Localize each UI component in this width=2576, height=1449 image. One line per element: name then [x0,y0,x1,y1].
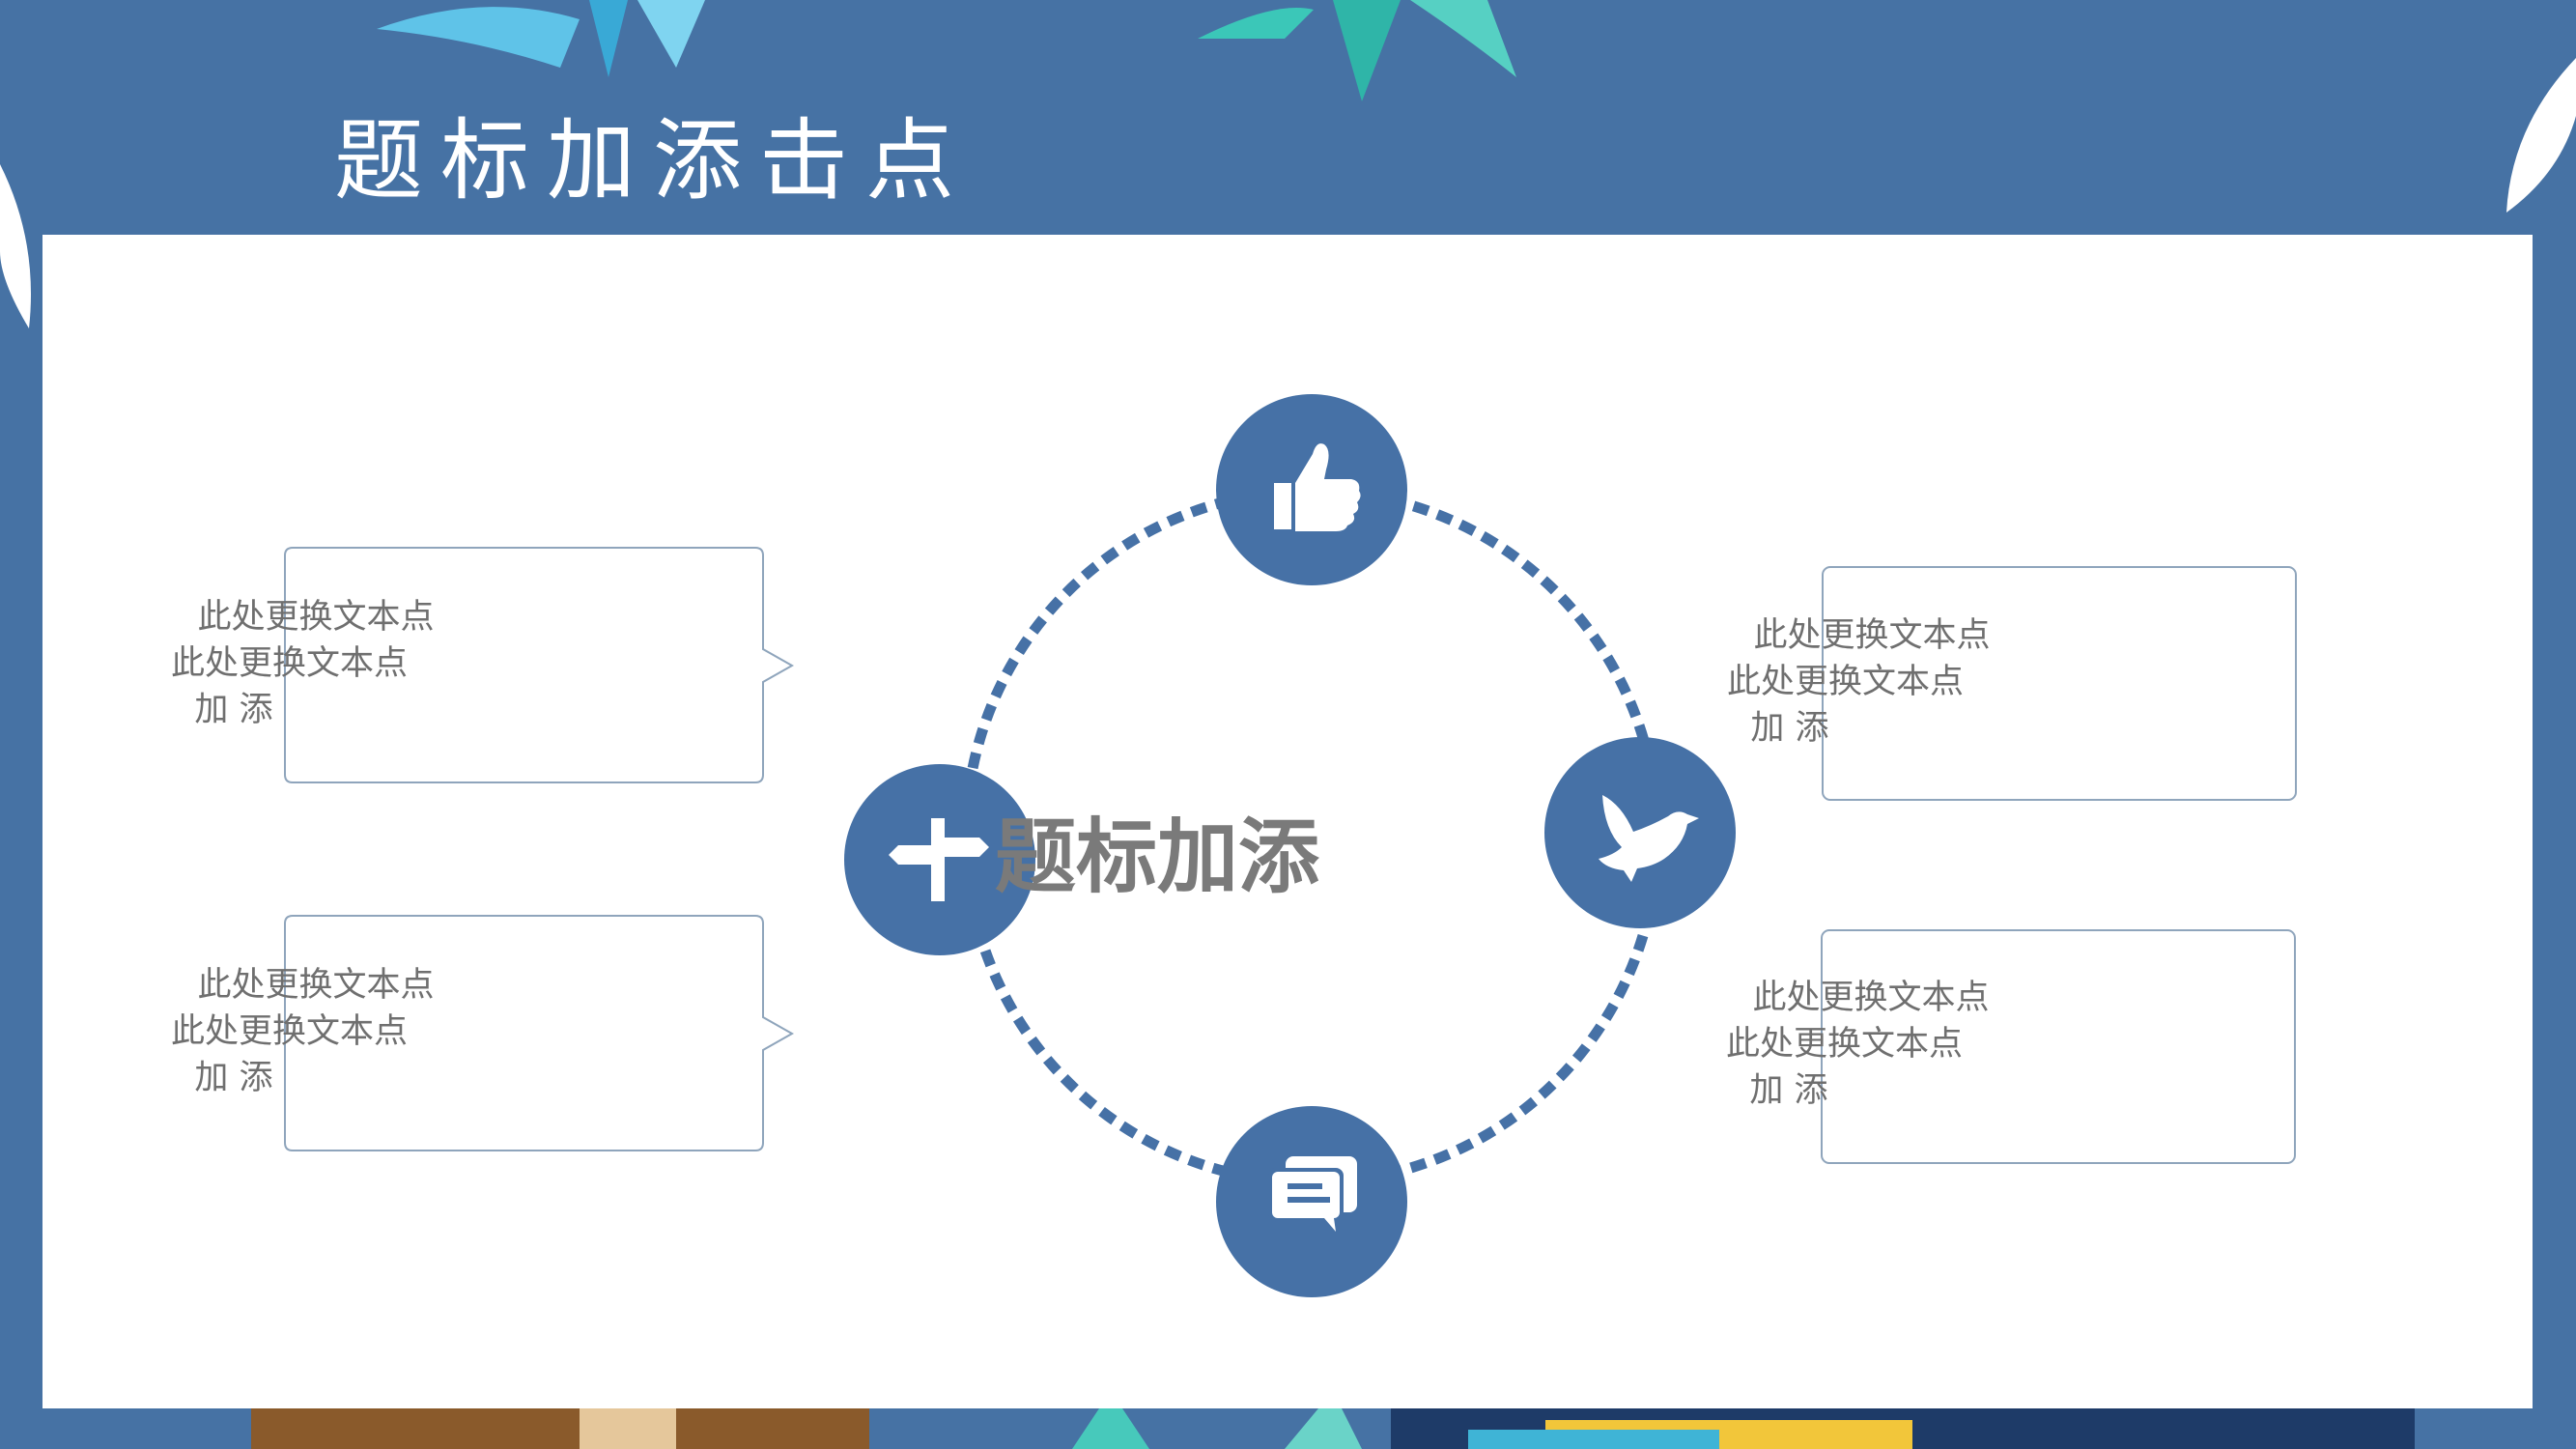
page-title: 题标加添击点 [334,109,973,213]
callout-text-top-right: 此处更换文本点 此处更换文本点 加 添 [1713,612,2031,752]
chat-bubbles-icon [1268,1156,1357,1232]
center-label: 题标加添 [995,810,1320,904]
callout-line: 此处更换文本点 [197,966,435,1005]
callout-line: 此处更换文本点 [1725,1025,1963,1064]
node-right [1544,737,1736,928]
leaf-decoration-top-left [377,0,705,77]
callout-line: 此处更换文本点 [1726,663,1964,701]
callout-line: 加 添 [1749,1071,1828,1110]
callout-text-bottom-right: 此处更换文本点 此处更换文本点 加 添 [1712,975,2030,1114]
callout-box-top-right [1822,566,2297,801]
callout-line: 加 添 [194,691,273,729]
callout-box-bottom-right [1821,929,2296,1164]
callout-frame [1822,566,2297,801]
callout-text-bottom-left: 此处更换文本点 此处更换文本点 加 添 [156,962,475,1101]
leaf-decoration-top-center [1198,0,1516,101]
callout-frame [284,547,795,783]
node-left [844,764,1035,955]
callout-frame [1821,929,2296,1164]
callout-text-top-left: 此处更换文本点 此处更换文本点 加 添 [156,594,475,733]
callout-frame [284,915,795,1151]
bottom-scene-decoration [251,1391,2415,1449]
callout-line: 此处更换文本点 [197,598,435,637]
callout-line: 加 添 [194,1059,273,1097]
callout-line: 此处更换文本点 [1753,616,1991,655]
callout-line: 加 添 [1750,709,1829,748]
callout-box-bottom-left [284,915,797,1151]
callout-box-top-left [284,547,797,783]
dove-icon [1599,795,1699,882]
node-bottom [1216,1106,1407,1297]
signpost-icon [889,818,989,901]
callout-line: 此处更换文本点 [170,1012,408,1051]
callout-line: 此处更换文本点 [170,644,408,683]
thumbs-up-icon [1274,443,1361,531]
leaf-decoration-left [0,164,31,328]
callout-line: 此处更换文本点 [1752,979,1990,1017]
leaf-decoration-right [2506,58,2576,213]
node-top [1216,394,1407,585]
